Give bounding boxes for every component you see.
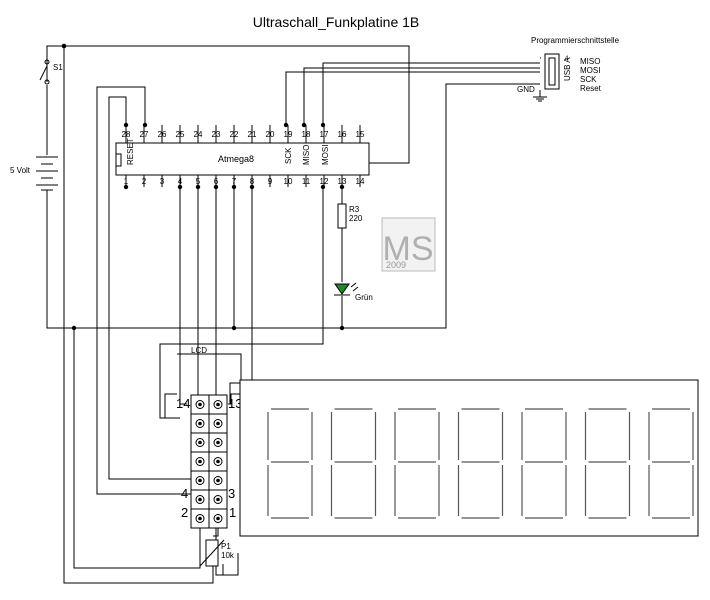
battery-label: 5 Volt bbox=[10, 166, 31, 175]
mcu-pin-label: 25 bbox=[176, 130, 185, 139]
logo-year: 2009 bbox=[386, 260, 406, 270]
gnd-label: GND bbox=[517, 85, 535, 94]
mcu-pin-label: 10 bbox=[284, 177, 293, 186]
mcu-name: Atmega8 bbox=[218, 154, 254, 164]
mcu-pin-label: 21 bbox=[248, 130, 257, 139]
led-green: Grün bbox=[334, 282, 373, 302]
lcd-digit bbox=[457, 408, 504, 519]
mosi-pin-label: MOSI bbox=[321, 145, 330, 165]
mcu-pin-label: 11 bbox=[302, 177, 311, 186]
diagram-title: Ultraschall_Funkplatine 1B bbox=[253, 14, 420, 30]
programming-interface: Programmierschnittstelle USB A 4 MISO MO… bbox=[517, 36, 620, 102]
mcu-pin-label: 28 bbox=[122, 130, 131, 139]
mcu-pin-label: 13 bbox=[338, 177, 347, 186]
lcd-digit bbox=[521, 408, 567, 519]
mcu-pin-label: 2 bbox=[142, 177, 147, 186]
mcu-pin-label: 26 bbox=[158, 130, 167, 139]
lcd-digit bbox=[267, 408, 313, 519]
resistor-name: R3 bbox=[349, 205, 360, 214]
lcd-pin-14: 14 bbox=[176, 396, 190, 411]
mcu-pin-label: 23 bbox=[212, 130, 221, 139]
potentiometer-p1: P1 10k bbox=[199, 539, 235, 567]
mcu-pin-label: 12 bbox=[320, 177, 329, 186]
lcd-digits bbox=[267, 408, 694, 519]
logo-initials: MS bbox=[383, 230, 434, 268]
mcu-pin-label: 20 bbox=[266, 130, 275, 139]
switch-s1: S1 bbox=[39, 59, 63, 85]
lcd-digit bbox=[648, 408, 694, 519]
lcd-pin-2: 2 bbox=[181, 505, 188, 520]
prog-pin-count: 4 bbox=[565, 56, 569, 62]
lcd-pin-1: 1 bbox=[229, 505, 236, 520]
lcd-pin-13: 13 bbox=[228, 396, 242, 411]
prog-title: Programmierschnittstelle bbox=[531, 36, 620, 45]
mcu-pin-label: 18 bbox=[302, 130, 311, 139]
prog-signal-reset: Reset bbox=[580, 84, 602, 93]
miso-pin-label: MISO bbox=[302, 145, 311, 165]
lcd-pin-grid bbox=[190, 394, 228, 529]
mcu-pin-label: 7 bbox=[232, 177, 237, 186]
prog-signal-miso: MISO bbox=[580, 57, 600, 66]
battery: 5 Volt bbox=[10, 156, 58, 191]
mcu-pin-label: 27 bbox=[140, 130, 149, 139]
lcd-digit bbox=[330, 408, 377, 519]
prog-signal-sck: SCK bbox=[580, 75, 597, 84]
mcu-pin-label: 5 bbox=[196, 177, 201, 186]
lcd-label: LCD bbox=[191, 346, 207, 355]
resistor-r3: R3 220 bbox=[337, 203, 363, 229]
mcu-pin-label: 9 bbox=[268, 177, 273, 186]
switch-label: S1 bbox=[53, 63, 63, 72]
mcu-pin-label: 22 bbox=[230, 130, 239, 139]
resistor-value: 220 bbox=[349, 214, 363, 223]
sck-pin-label: SCK bbox=[284, 147, 293, 164]
lcd-pin-3: 3 bbox=[228, 486, 235, 501]
led-label: Grün bbox=[355, 293, 373, 302]
pot-name: P1 bbox=[221, 542, 231, 551]
mcu-pin-label: 19 bbox=[284, 130, 293, 139]
mcu-pin-label: 8 bbox=[250, 177, 255, 186]
lcd-connector: LCD 14 13 4 3 2 1 bbox=[176, 346, 242, 529]
lcd-digit bbox=[394, 408, 440, 519]
mcu-pin-label: 17 bbox=[320, 130, 329, 139]
prog-signal-mosi: MOSI bbox=[580, 66, 600, 75]
lcd-digit bbox=[584, 408, 631, 519]
mcu-pin-label: 6 bbox=[214, 177, 219, 186]
mcu-pin-label: 3 bbox=[160, 177, 165, 186]
mcu-top-pins: 28 27 26 25 24 23 22 21 20 19 18 17 16 15 bbox=[122, 125, 365, 143]
ms-logo: MS 2009 bbox=[381, 217, 436, 272]
mcu-pin-label: 1 bbox=[124, 177, 129, 186]
mcu-pin-label: 4 bbox=[178, 177, 183, 186]
mcu-pin-label: 14 bbox=[356, 177, 365, 186]
prog-connector-label: USB A bbox=[563, 57, 572, 81]
mcu-pin-label: 24 bbox=[194, 130, 203, 139]
mcu-pin-label: 16 bbox=[338, 130, 347, 139]
mcu-pin-label: 15 bbox=[356, 130, 365, 139]
lcd-pin-4: 4 bbox=[181, 486, 188, 501]
pot-value: 10k bbox=[221, 551, 235, 560]
reset-pin-label: RESET bbox=[126, 138, 135, 165]
lcd-display bbox=[239, 379, 699, 537]
